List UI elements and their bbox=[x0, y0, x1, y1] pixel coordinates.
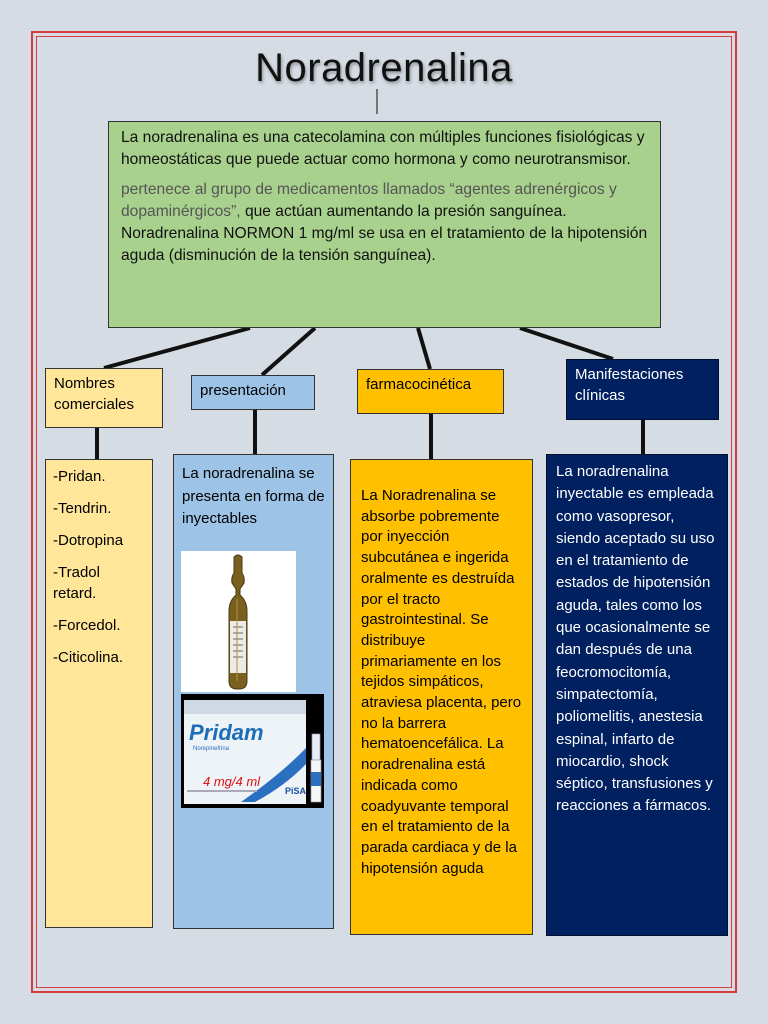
ampoule-image bbox=[181, 551, 296, 692]
connector-nombres bbox=[104, 328, 250, 368]
list-item: -Tradol retard. bbox=[53, 562, 145, 604]
pridam-subtitle-label: Norepinefrina bbox=[193, 746, 229, 752]
list-item: -Forcedol. bbox=[53, 615, 145, 636]
list-item: -Citicolina. bbox=[53, 647, 145, 668]
connector-presentacion bbox=[262, 328, 315, 375]
header-manifestaciones-clinicas: Manifestaciones clínicas bbox=[566, 359, 719, 420]
header-nombres-comerciales: Nombres comerciales bbox=[45, 368, 163, 428]
definition-paragraph-1: La noradrenalina es una catecolamina con… bbox=[121, 127, 648, 171]
presentacion-text: La noradrenalina se presenta en forma de… bbox=[182, 463, 325, 531]
farmacocinetica-box: La Noradrenalina se absorbe pobremente p… bbox=[350, 459, 533, 935]
manifestaciones-text: La noradrenalina inyectable es empleada … bbox=[556, 461, 718, 818]
definition-box: La noradrenalina es una catecolamina con… bbox=[108, 121, 661, 328]
pridam-maker-label: PiSA bbox=[285, 786, 306, 796]
header-farmacocinetica: farmacocinética bbox=[357, 369, 504, 414]
pridam-product-box-image: Pridam Norepinefrina 4 mg/4 ml PiSA bbox=[181, 694, 324, 808]
connector-farmaco bbox=[418, 328, 430, 369]
manifestaciones-box: La noradrenalina inyectable es empleada … bbox=[546, 454, 728, 936]
list-item: -Pridan. bbox=[53, 466, 145, 487]
nombres-list-box: -Pridan. -Tendrin. -Dotropina -Tradol re… bbox=[45, 459, 153, 928]
list-item: -Dotropina bbox=[53, 530, 145, 551]
pridam-brand-label: Pridam bbox=[189, 720, 264, 746]
connector-manifest bbox=[520, 328, 613, 359]
farmacocinetica-text: La Noradrenalina se absorbe pobremente p… bbox=[361, 486, 522, 879]
definition-paragraph-2: pertenece al grupo de medicamentos llama… bbox=[121, 179, 648, 267]
page-title: Noradrenalina bbox=[0, 46, 768, 91]
list-item: -Tendrin. bbox=[53, 498, 145, 519]
header-presentacion: presentación bbox=[191, 375, 315, 410]
pridam-dose-label: 4 mg/4 ml bbox=[203, 774, 260, 789]
